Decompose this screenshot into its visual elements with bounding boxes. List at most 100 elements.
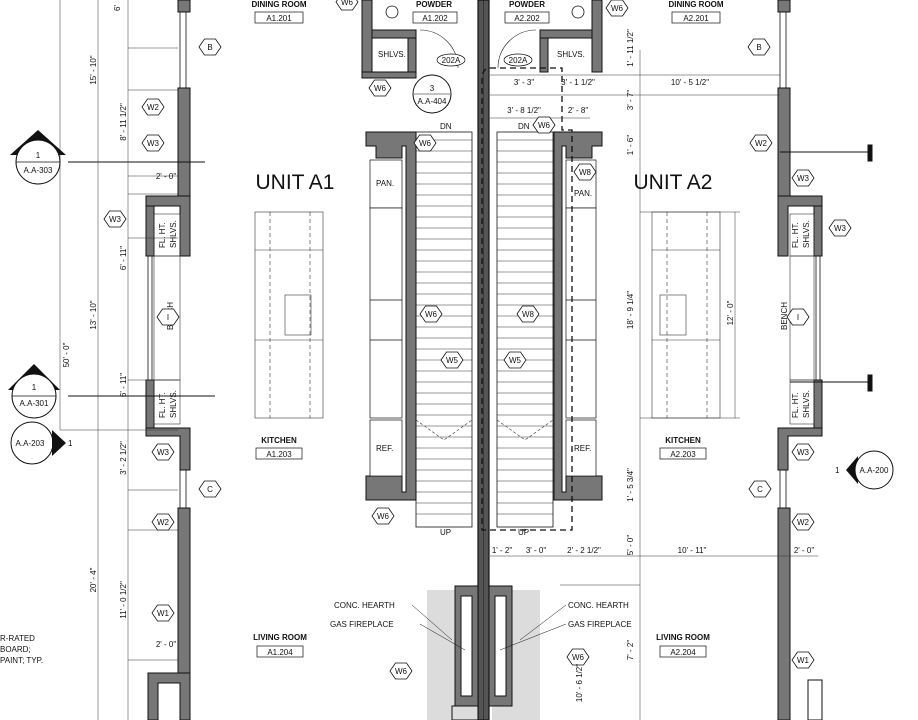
svg-text:W2: W2 <box>797 518 810 527</box>
note-line: PAINT; TYP. <box>0 656 43 665</box>
dimension-text: 6' <box>113 5 122 11</box>
tag-w6: W6 <box>368 79 392 97</box>
room-tag: A2.204 <box>670 648 696 657</box>
dimension-text: 1' - 2" <box>492 546 513 555</box>
detail-callout-404[interactable]: 3 A.A-404 <box>412 74 452 114</box>
room-tag: A1.202 <box>422 14 448 23</box>
elevation-callout-200[interactable]: A.A-200 1 <box>835 450 894 490</box>
dimension-text: 2' - 0" <box>156 172 177 181</box>
tag-w6: W6 <box>532 116 556 134</box>
svg-text:W6: W6 <box>425 310 438 319</box>
room-tag: A1.201 <box>266 14 292 23</box>
tag-w6: W6 <box>605 0 629 17</box>
dimension-text: 6' - 11" <box>119 373 128 397</box>
room-name: LIVING ROOM <box>253 633 307 642</box>
tag-w5: W5 <box>503 351 527 369</box>
powder-right-walls <box>539 0 603 73</box>
shelf-label: SHLVS. <box>802 220 811 248</box>
dimension-text: 2' - 0" <box>156 640 177 649</box>
room-name: DINING ROOM <box>668 0 723 9</box>
dimension-text: 10' - 11" <box>678 546 707 555</box>
dimension-text: 13' - 10" <box>89 300 98 329</box>
island-left <box>254 211 324 419</box>
dimension-text: 3' - 0" <box>526 546 547 555</box>
dimension-text: 3' - 1 1/2" <box>561 78 595 87</box>
dimension-text: 7' - 2" <box>626 640 635 661</box>
tag-w3: W3 <box>791 443 815 461</box>
cabinets-right <box>565 159 597 477</box>
svg-text:I: I <box>167 313 169 322</box>
svg-text:B: B <box>756 43 761 52</box>
note-line: R-RATED <box>0 634 35 643</box>
unit-a1-label: UNIT A1 <box>256 171 335 194</box>
tag-w3: W3 <box>151 443 175 461</box>
dimension-text: 3' - 8 1/2" <box>507 106 541 115</box>
svg-text:W6: W6 <box>341 0 354 7</box>
elevation-callout-203[interactable]: A.A-203 1 <box>10 421 73 465</box>
svg-text:1: 1 <box>36 151 41 160</box>
shelves-label: SHLVS. <box>378 50 406 59</box>
room-tag: A1.203 <box>266 450 292 459</box>
room-name: POWDER <box>509 0 545 9</box>
tag-w3: W3 <box>103 210 127 228</box>
tag-c: C <box>748 480 772 498</box>
fridge-label: REF. <box>376 444 393 453</box>
section-callout-301[interactable]: 1 A.A-301 <box>8 364 60 419</box>
bench-label: BENCH <box>780 302 789 330</box>
tag-c: C <box>198 480 222 498</box>
svg-text:W3: W3 <box>834 224 847 233</box>
dimension-text: 3' - 7" <box>626 90 635 111</box>
section-callout-303[interactable]: 1 A.A-303 <box>10 130 66 185</box>
dimension-text: 1' - 11 1/2" <box>626 29 635 67</box>
shelf-label: FL. HT. <box>158 222 167 248</box>
svg-text:A.A-301: A.A-301 <box>20 399 49 408</box>
svg-text:W2: W2 <box>157 518 170 527</box>
svg-text:3: 3 <box>430 84 435 93</box>
tag-w8: W8 <box>573 163 597 181</box>
room-name: POWDER <box>416 0 452 9</box>
svg-text:W3: W3 <box>157 448 170 457</box>
room-tag: A1.204 <box>267 648 293 657</box>
shelves-label: SHLVS. <box>557 50 585 59</box>
svg-text:B: B <box>207 43 212 52</box>
right-exterior-wall <box>777 0 823 720</box>
dimension-text: 20' - 4" <box>89 567 98 592</box>
shelf-label: FL. HT. <box>791 392 800 418</box>
tag-w1: W1 <box>791 651 815 669</box>
hearth-label: CONC. HEARTH <box>334 601 395 610</box>
dimension-text: 8' - 11 1/2" <box>119 103 128 141</box>
dimension-text: 12' - 0" <box>726 300 735 325</box>
svg-text:W3: W3 <box>797 448 810 457</box>
fireplace-label: GAS FIREPLACE <box>568 620 632 629</box>
svg-text:A.A-303: A.A-303 <box>24 166 53 175</box>
unit-a2-label: UNIT A2 <box>634 171 713 194</box>
island-right <box>651 211 721 419</box>
shelf-label: FL. HT. <box>791 222 800 248</box>
svg-text:W6: W6 <box>395 667 408 676</box>
svg-text:W1: W1 <box>797 656 810 665</box>
room-name: KITCHEN <box>665 436 701 445</box>
tag-w2: W2 <box>141 98 165 116</box>
dimension-text: 2' - 0" <box>794 546 815 555</box>
shelf-label: FL. HT. <box>158 392 167 418</box>
tag-w6: W6 <box>389 662 413 680</box>
tag-w2: W2 <box>151 513 175 531</box>
svg-text:A.A-404: A.A-404 <box>418 97 447 106</box>
dimension-text: 10' - 6 1/2" <box>575 664 584 702</box>
svg-text:W6: W6 <box>572 653 585 662</box>
svg-text:W6: W6 <box>419 139 432 148</box>
svg-text:W3: W3 <box>147 139 160 148</box>
svg-text:W2: W2 <box>147 103 160 112</box>
tag-i: I <box>156 308 180 326</box>
shelf-label: SHLVS. <box>802 390 811 418</box>
door-tag: 202A <box>442 56 461 65</box>
tag-w6: W6 <box>335 0 359 11</box>
tag-b: B <box>747 38 771 56</box>
svg-text:W5: W5 <box>446 356 459 365</box>
shelf-label: SHLVS. <box>169 390 178 418</box>
svg-text:A.A-200: A.A-200 <box>860 466 889 475</box>
svg-text:C: C <box>757 485 763 494</box>
dimension-text: 18' - 9 1/4" <box>626 291 635 329</box>
